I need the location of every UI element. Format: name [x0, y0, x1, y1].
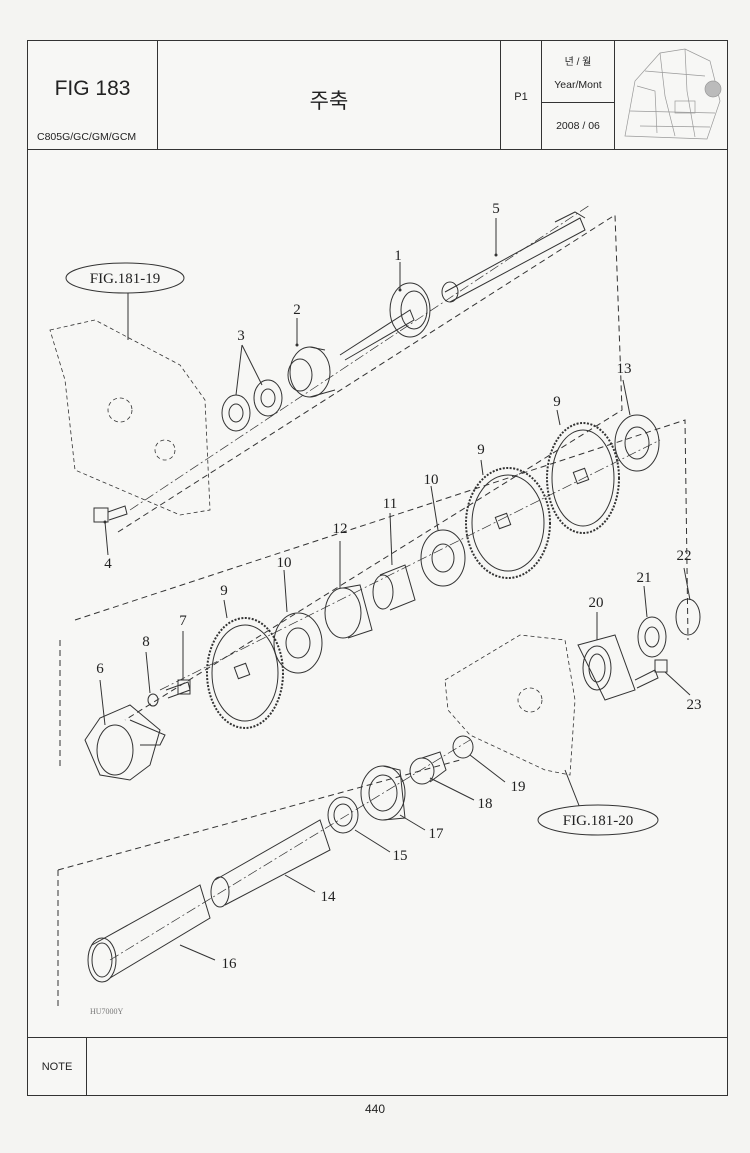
part-label-7: 7: [179, 613, 187, 629]
note-label: NOTE: [28, 1038, 87, 1095]
part-label-10-lower: 10: [277, 555, 292, 571]
note-row: NOTE: [28, 1037, 727, 1095]
part-label-11: 11: [383, 496, 397, 512]
date-label-en: Year/Mont: [554, 79, 602, 91]
date-cell: 년 / 월 Year/Mont 2008 / 06: [542, 41, 615, 149]
page-code-cell: P1: [501, 41, 542, 149]
part-label-2: 2: [293, 302, 301, 318]
title-block: FIG 183 C805G/GC/GM/GCM 주축 P1 년 / 월 Year…: [28, 41, 727, 150]
part-label-9-lower: 9: [220, 583, 228, 599]
part-label-20: 20: [589, 595, 604, 611]
part-label-23: 23: [687, 697, 702, 713]
part-label-21: 21: [637, 570, 652, 586]
part-label-5: 5: [492, 201, 500, 217]
part-label-19: 19: [511, 779, 526, 795]
figure-number: FIG 183: [54, 77, 131, 100]
part-label-22: 22: [677, 548, 692, 564]
machine-thumbnail: [615, 41, 727, 149]
assembly-title: 주축: [309, 90, 349, 113]
title-cell: 주축: [158, 41, 501, 149]
part-label-9-upper: 9: [553, 394, 561, 410]
date-label-kr: 년 / 월: [564, 57, 592, 68]
part-label-16: 16: [222, 956, 238, 972]
ref-label-bottom: FIG.181-20: [563, 813, 633, 829]
page-number: 440: [364, 1102, 386, 1116]
part-label-8: 8: [142, 634, 150, 650]
part-label-17: 17: [429, 826, 445, 842]
part-label-15: 15: [393, 848, 408, 864]
part-label-6: 6: [96, 661, 104, 677]
part-label-9-middle: 9: [477, 442, 485, 458]
figure-cell: FIG 183 C805G/GC/GM/GCM: [28, 41, 158, 149]
page-code: P1: [514, 91, 528, 103]
part-label-12: 12: [333, 521, 348, 537]
drawing-code: HU7000Y: [90, 1007, 124, 1016]
date-value: 2008 / 06: [556, 120, 600, 132]
part-label-18: 18: [478, 796, 493, 812]
ref-callout-top: [65, 262, 185, 294]
ref-label-top: FIG.181-19: [90, 271, 160, 287]
part-label-10-upper: 10: [424, 472, 439, 488]
ref-callout-bottom: [537, 804, 659, 836]
part-label-14: 14: [321, 889, 337, 905]
part-label-3: 3: [237, 328, 245, 344]
part-label-1: 1: [394, 248, 402, 264]
part-label-4: 4: [104, 556, 112, 572]
parts-sheet: FIG 183 C805G/GC/GM/GCM 주축 P1 년 / 월 Year…: [27, 40, 728, 1096]
part-label-13: 13: [617, 361, 632, 377]
model-list: C805G/GC/GM/GCM: [37, 131, 137, 143]
